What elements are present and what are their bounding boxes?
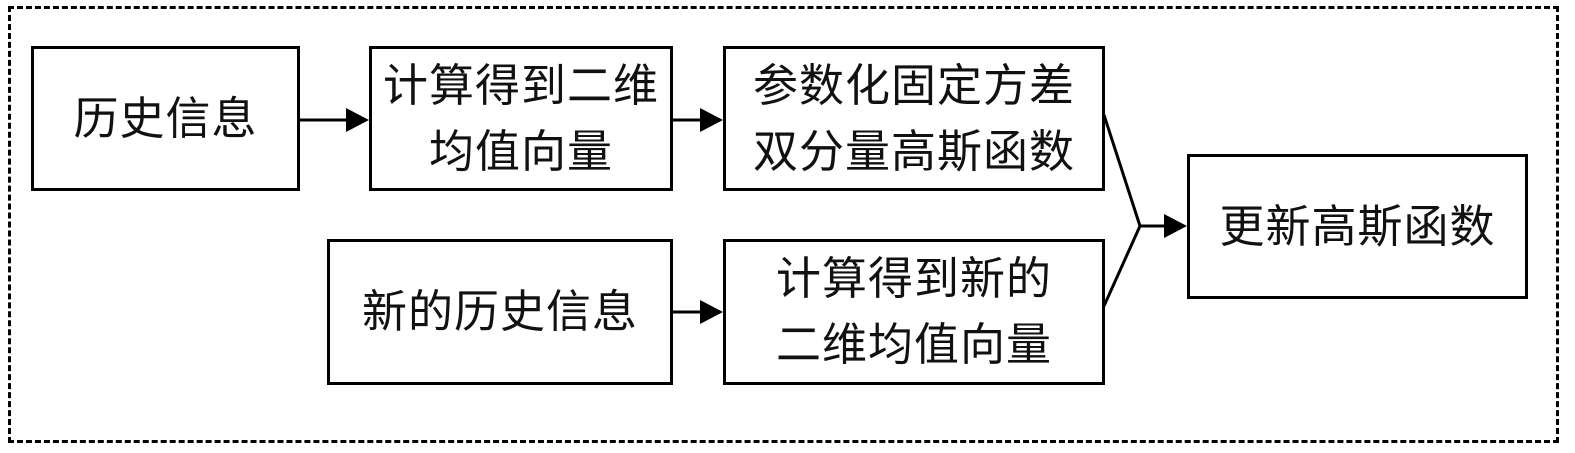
node-compute-2d-mean-line-2: 均值向量 [428,124,613,178]
arrowhead-history-to-mean [346,108,369,132]
arrowhead-newhistory-to-newmean [700,300,723,324]
merge-line-lower [1102,225,1142,307]
arrowhead-mean-to-gaussian [700,108,723,132]
node-new-history-info: 新的历史信息 [327,239,673,385]
node-param-gaussian-line-2: 双分量高斯函数 [752,124,1075,178]
node-compute-new-2d-mean-line-2: 二维均值向量 [775,318,1052,371]
node-history-info-line-1: 历史信息 [73,91,258,145]
dashed-outer-frame [8,6,1559,443]
node-history-info: 历史信息 [31,46,300,191]
node-param-gaussian-line-1: 参数化固定方差 [752,58,1075,112]
node-param-gaussian: 参数化固定方差 双分量高斯函数 [723,46,1105,191]
merge-line-upper [1102,114,1142,227]
node-update-gaussian: 更新高斯函数 [1187,154,1528,299]
node-new-history-info-line-1: 新的历史信息 [361,285,638,338]
node-compute-new-2d-mean-line-1: 计算得到新的 [775,252,1052,305]
node-compute-2d-mean-line-1: 计算得到二维 [382,58,659,112]
node-compute-new-2d-mean: 计算得到新的 二维均值向量 [723,239,1105,385]
node-update-gaussian-line-1: 更新高斯函数 [1219,199,1496,253]
arrowhead-merge-to-update [1164,214,1187,238]
node-compute-2d-mean: 计算得到二维 均值向量 [369,46,673,191]
